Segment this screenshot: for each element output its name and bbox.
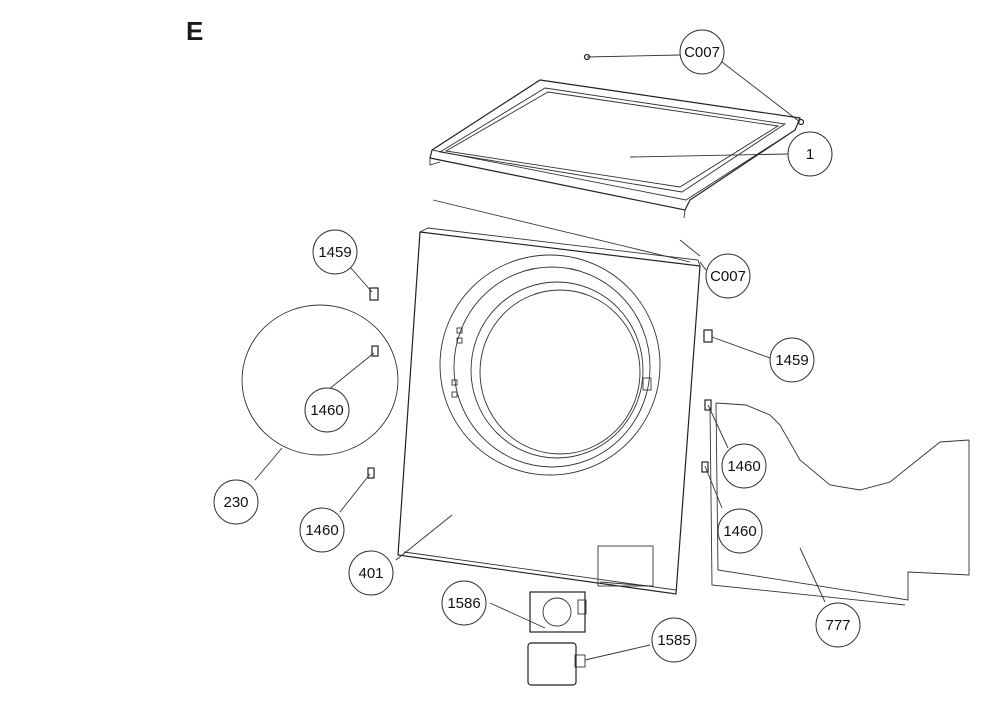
callout-pin-left-lower: 1460: [299, 507, 345, 553]
callout-label: 1460: [310, 402, 343, 419]
callout-label: 1460: [727, 458, 760, 475]
hinge-left: [369, 287, 379, 301]
callout-c007-top: C007: [679, 29, 725, 75]
callout-label: 1460: [305, 522, 338, 539]
callout-hinge-left: 1459: [312, 229, 358, 275]
callout-label: 1459: [318, 244, 351, 261]
callout-label: C007: [684, 44, 720, 61]
callout-front-panel: 401: [348, 550, 394, 596]
callout-label: 777: [825, 617, 850, 634]
callout-plinth: 777: [815, 602, 861, 648]
front-panel: [397, 227, 701, 595]
hinge-right: [703, 329, 713, 343]
callout-filter-cover: 1585: [651, 617, 697, 663]
page-heading: E: [186, 16, 205, 46]
plinth: [709, 402, 970, 606]
leader-lines: [254, 54, 826, 661]
filter-housing: [529, 591, 587, 633]
top-panel: [429, 79, 801, 219]
callout-label: 230: [223, 494, 248, 511]
callout-top-panel: 1: [787, 131, 833, 177]
callout-c007-mid: C007: [705, 253, 751, 299]
callout-label: 1586: [447, 595, 480, 612]
callout-door: 230: [213, 479, 259, 525]
callout-label: 1460: [723, 523, 756, 540]
callout-label: 1459: [775, 352, 808, 369]
door: [241, 304, 399, 456]
callout-pin-right-upper: 1460: [721, 443, 767, 489]
callout-pin-left-upper: 1460: [304, 387, 350, 433]
callout-label: C007: [710, 268, 746, 285]
filter-cover: [527, 642, 586, 686]
callout-label: 1: [806, 146, 814, 163]
callout-filter-housing: 1586: [441, 580, 487, 626]
screw-c007-mid: [432, 199, 701, 263]
callout-label: 401: [358, 565, 383, 582]
callout-pin-right-lower: 1460: [717, 508, 763, 554]
callout-hinge-right: 1459: [769, 337, 815, 383]
callout-label: 1585: [657, 632, 690, 649]
